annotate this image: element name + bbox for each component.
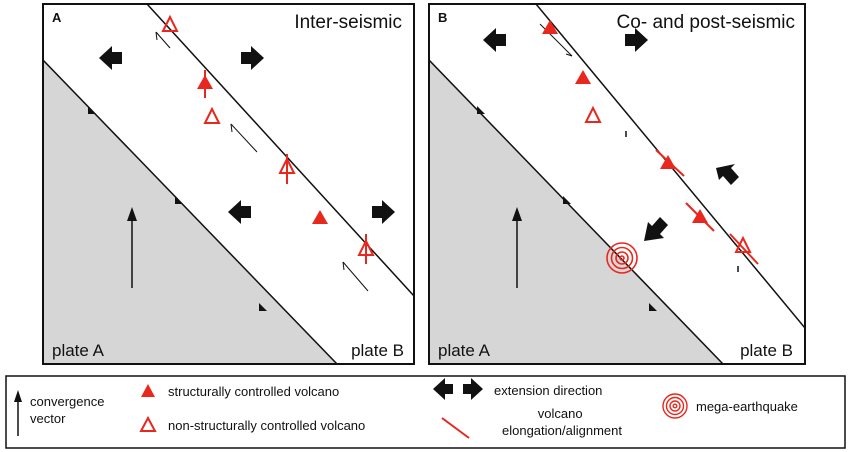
extension-arrow-left: [483, 28, 506, 52]
legend-elongation-line2: elongation/alignment: [502, 423, 622, 438]
legend: convergence vector structurally controll…: [5, 375, 846, 449]
panel-title: Co- and post-seismic: [617, 12, 795, 33]
legend-earthquake: mega-earthquake: [696, 399, 798, 414]
arrow-up-icon: [512, 207, 522, 221]
extension-arrow-diag-up: [716, 164, 739, 185]
legend-convergence-line2: vector: [30, 411, 66, 426]
volcano-non-structural: [203, 106, 221, 124]
extension-arrow-right: [241, 46, 264, 70]
volcano-structural: [312, 210, 328, 224]
panel-b: B Co- and post-seismic plate A plate B: [428, 3, 806, 365]
volcano-non-structural: [584, 105, 602, 123]
volcano-structural: [542, 20, 558, 34]
volcano-elongation: [729, 233, 759, 265]
panel-b-frame: [428, 3, 806, 365]
concentric-circles-icon: [662, 393, 688, 419]
legend-extension: extension direction: [494, 383, 602, 398]
panel-letter: B: [438, 10, 447, 25]
volcano-non-structural: [278, 156, 296, 174]
extension-arrow-right: [372, 200, 395, 224]
shear-arrow: [155, 31, 369, 292]
arrow-up-icon: [14, 390, 22, 402]
volcano-structural: [197, 75, 213, 89]
plate-b-label: plate B: [351, 341, 404, 360]
plate-a-label: plate A: [438, 341, 491, 360]
subduction-tooth: [88, 106, 96, 114]
concentric-circles-icon: [606, 242, 638, 274]
extension-arrow-left: [99, 46, 122, 70]
legend-elongation: volcano elongation/alignment: [502, 406, 622, 438]
legend-convergence-line1: convergence: [30, 394, 104, 409]
volcano-structural: [660, 155, 676, 169]
triangle-outline-icon: [139, 415, 157, 432]
extension-arrow-left: [228, 200, 251, 224]
legend-elongation-line1: volcano: [538, 406, 583, 421]
volcano-non-structural: [357, 238, 375, 256]
triangle-filled-icon: [141, 384, 155, 397]
volcano-structural: [692, 209, 708, 223]
plate-a-label: plate A: [52, 341, 105, 360]
legend-non-structural: non-structurally controlled volcano: [168, 418, 365, 433]
subduction-tooth: [477, 106, 485, 114]
panel-a: A Inter-seismic plate A plate B: [42, 3, 415, 365]
panel-a-frame: [42, 3, 415, 365]
plate-a-region: [43, 58, 339, 364]
panel-letter: A: [52, 10, 62, 25]
arrow-up-icon: [127, 207, 137, 221]
double-arrow-icon: [463, 378, 483, 400]
volcano-structural: [575, 70, 591, 84]
legend-frame: [5, 375, 846, 449]
legend-structural: structurally controlled volcano: [168, 384, 339, 399]
volcano-non-structural: [734, 235, 752, 253]
volcano-non-structural: [161, 14, 179, 32]
subduction-tooth: [649, 303, 657, 311]
extension-arrow-diag-down: [644, 217, 668, 241]
extension-arrow-right: [625, 28, 648, 52]
plate-b-label: plate B: [740, 341, 793, 360]
subduction-tooth: [563, 196, 571, 204]
legend-elongation-line: [441, 417, 470, 439]
plate-a-region: [429, 58, 725, 364]
subduction-tooth: [175, 196, 183, 204]
subduction-tooth: [259, 303, 267, 311]
panel-title: Inter-seismic: [294, 12, 402, 33]
legend-convergence: convergence vector: [30, 394, 108, 426]
double-arrow-icon: [433, 378, 453, 400]
